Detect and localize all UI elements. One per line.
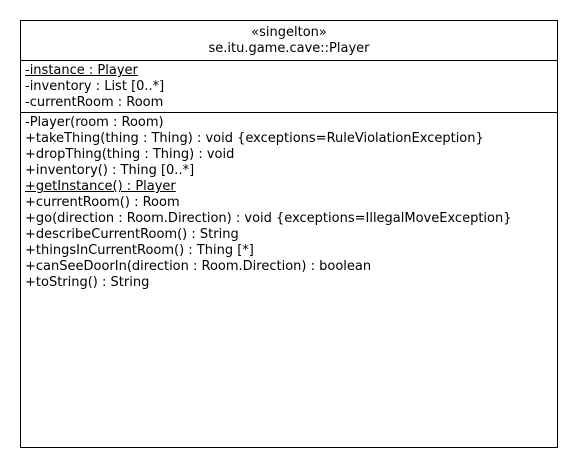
operations-compartment: -Player(room : Room) +takeThing(thing : … — [21, 113, 557, 291]
operation-current-room: +currentRoom() : Room — [25, 195, 180, 210]
attributes-compartment: -instance : Player -inventory : List [0.… — [21, 61, 557, 113]
class-name: se.itu.game.cave::Player — [208, 41, 370, 56]
operation-to-string: +toString() : String — [25, 275, 150, 290]
operation-get-instance: +getInstance() : Player — [25, 179, 176, 194]
uml-class-box[interactable]: «singelton» se.itu.game.cave::Player -in… — [20, 20, 558, 448]
operation-take-thing: +takeThing(thing : Thing) : void {except… — [25, 131, 484, 146]
attribute-instance: -instance : Player — [25, 63, 138, 78]
operation-things-in-current-room: +thingsInCurrentRoom() : Thing [*] — [25, 243, 254, 258]
operation-describe-current-room: +describeCurrentRoom() : String — [25, 227, 239, 242]
operation-go: +go(direction : Room.Direction) : void {… — [25, 211, 512, 226]
class-stereotype: «singelton» — [251, 25, 327, 40]
class-header: «singelton» se.itu.game.cave::Player — [21, 21, 557, 61]
operation-player-constructor: -Player(room : Room) — [25, 115, 164, 130]
operation-drop-thing: +dropThing(thing : Thing) : void — [25, 147, 235, 162]
operation-can-see-door-in: +canSeeDoorIn(direction : Room.Direction… — [25, 259, 372, 274]
attribute-inventory: -inventory : List [0..*] — [25, 79, 165, 94]
attribute-current-room: -currentRoom : Room — [25, 95, 164, 110]
operation-inventory: +inventory() : Thing [0..*] — [25, 163, 195, 178]
